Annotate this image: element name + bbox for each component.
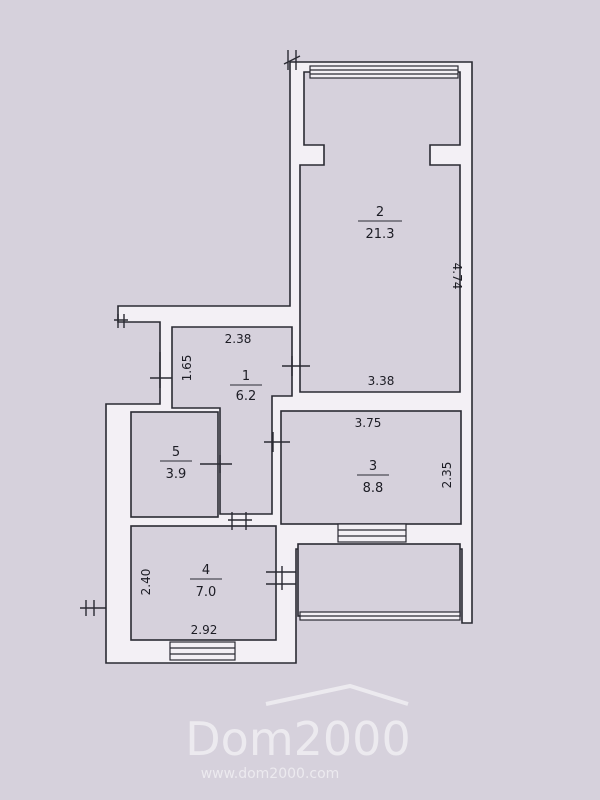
dim-room3-width: 3.75 xyxy=(355,416,382,430)
doors xyxy=(150,352,310,590)
room-2-outline xyxy=(299,71,461,393)
room-3-label: 3 8.8 xyxy=(357,459,389,496)
door-room4 xyxy=(228,512,252,530)
room-1-area: 6.2 xyxy=(236,389,257,404)
room-2-label: 2 21.3 xyxy=(358,205,402,242)
window-loggia xyxy=(299,611,461,621)
room-1-label: 1 6.2 xyxy=(230,369,262,404)
door-loggia xyxy=(266,566,296,590)
dim-room4-height: 2.40 xyxy=(139,569,153,596)
window-room3 xyxy=(337,523,407,543)
dim-room4-width: 2.92 xyxy=(191,623,218,637)
room-1-number: 1 xyxy=(242,369,250,384)
break-mark-left-upper xyxy=(114,314,128,328)
door-room5 xyxy=(200,455,232,473)
loggia-outline xyxy=(297,543,461,617)
door-room2 xyxy=(282,356,310,376)
dim-room1-height: 1.65 xyxy=(180,355,194,382)
dim-room2-width: 3.38 xyxy=(368,374,395,388)
door-entrance xyxy=(150,352,172,388)
break-mark-top xyxy=(283,50,301,70)
dim-room2-length: 4.74 xyxy=(450,263,464,290)
watermark-brand: Dom2000 xyxy=(185,712,410,766)
room-4-area: 7.0 xyxy=(196,585,217,600)
room-2-number: 2 xyxy=(376,205,384,220)
room-labels: 1 6.2 2 21.3 3 8.8 4 7.0 5 3.9 xyxy=(160,205,402,600)
room-1-outline xyxy=(171,326,293,515)
door-room3 xyxy=(264,432,290,452)
window-room4 xyxy=(169,641,236,661)
watermark-roof-icon xyxy=(265,683,409,706)
room-4-number: 4 xyxy=(202,563,210,578)
watermark-url: www.dom2000.com xyxy=(201,766,340,782)
break-mark-left-lower xyxy=(80,600,106,616)
room-5-number: 5 xyxy=(172,445,180,460)
room-5-label: 5 3.9 xyxy=(160,445,192,482)
windows xyxy=(169,65,461,661)
room-4-outline xyxy=(130,525,277,641)
room-2-area: 21.3 xyxy=(366,227,395,242)
rooms xyxy=(130,71,462,641)
break-marks xyxy=(80,50,301,616)
dim-room1-width: 2.38 xyxy=(225,332,252,346)
room-5-area: 3.9 xyxy=(166,467,187,482)
watermark: Dom2000 www.dom2000.com xyxy=(185,683,411,782)
dim-room3-height: 2.35 xyxy=(440,462,454,489)
room-3-outline xyxy=(280,410,462,525)
dimension-labels: 2.38 1.65 4.74 3.38 3.75 2.35 2.40 2.92 xyxy=(139,263,464,637)
room-3-area: 8.8 xyxy=(363,481,384,496)
room-3-number: 3 xyxy=(369,459,377,474)
window-top xyxy=(309,65,459,79)
room-4-label: 4 7.0 xyxy=(190,563,222,600)
